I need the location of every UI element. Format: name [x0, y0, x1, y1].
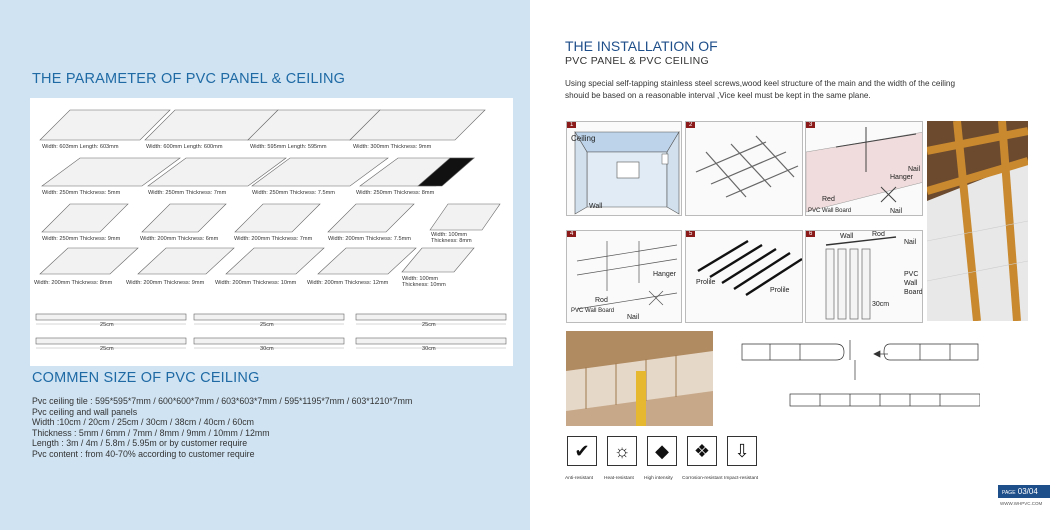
panel-caption: Width: 200mm Thickness: 8mm — [34, 280, 113, 286]
step-label: PVC — [904, 271, 919, 278]
profile-illustration — [697, 239, 802, 297]
step-label: Wall — [840, 233, 854, 240]
size-list: Pvc ceiling tile : 595*595*7mm / 600*600… — [32, 396, 412, 460]
panel-caption: Width: 250mm Thickness: 9mm — [42, 236, 121, 242]
size-line: Width :10cm / 20cm / 25cm / 30cm / 38cm … — [32, 417, 254, 428]
step-5-diagram: 5 Prolile Prolile — [685, 230, 803, 323]
hanger-illustration — [806, 127, 922, 213]
profile-width-label: 25cm — [100, 346, 114, 352]
panel-caption: Width: 250mm Thickness: 5mm — [42, 190, 121, 196]
installation-subtitle: PVC PANEL & PVC CEILING — [565, 55, 710, 67]
panel-caption: Width: 200mm Thickness: 9mm — [126, 280, 205, 286]
panel-caption: Width: 100mm Thickness: 10mm — [402, 276, 446, 289]
feature-label: Impact-resistant — [724, 476, 759, 481]
page-indicator: PAGE 03/04 — [998, 485, 1050, 498]
feature-label: Corrosion-resistant — [682, 476, 723, 481]
panel-caption: Width: 200mm Thickness: 7mm — [234, 236, 313, 242]
profile-width-label: 25cm — [422, 322, 436, 328]
page-label: PAGE — [1002, 490, 1016, 496]
step-label: Prolile — [696, 279, 716, 286]
cross-section-diagram — [741, 340, 980, 407]
installation-title: THE INSTALLATION OF — [565, 38, 718, 54]
grid-keel-illustration — [695, 135, 799, 198]
wall-board-illustration — [825, 236, 897, 320]
step-label: PVC Wall Board — [808, 208, 852, 214]
step-label: Prolile — [770, 287, 790, 294]
common-size-title: COMMEN SIZE OF PVC CEILING — [32, 370, 260, 386]
panel-caption: Width: 200mm Thickness: 6mm — [140, 236, 219, 242]
panel-sample-image — [566, 331, 713, 426]
step-number: 2 — [686, 122, 696, 128]
check-icon: ✔ — [567, 436, 597, 466]
grid-diamond-icon: ❖ — [687, 436, 717, 466]
installation-description: Using special self-tapping stainless ste… — [565, 79, 956, 100]
step-label: Red — [822, 196, 835, 203]
step-label: PVC Wall Board — [571, 308, 615, 314]
step-label: Nail — [908, 166, 921, 173]
step-1-diagram: 1 Ceiling Wall — [566, 121, 682, 216]
sun-icon: ☼ — [607, 436, 637, 466]
website-url: WWW.WHPVC.COM — [1000, 501, 1043, 506]
step-label: Nail — [890, 208, 903, 215]
profile-width-label: 30cm — [422, 346, 436, 352]
panel-sample-photo — [566, 331, 713, 426]
panel-caption: Width: 200mm Thickness: 7.5mm — [328, 236, 411, 242]
panel-caption: Width: 600mm Length: 600mm — [146, 144, 223, 150]
panel-caption: Width: 250mm Thickness: 8mm — [356, 190, 435, 196]
step-label: Nail — [627, 314, 640, 321]
wood-ceiling-image — [927, 121, 1028, 321]
step-label: Rod — [872, 231, 885, 238]
room-illustration — [574, 130, 680, 215]
step-label: Nail — [904, 239, 917, 246]
step-label: Wall — [589, 203, 603, 210]
step-number: 4 — [567, 231, 577, 237]
panel-caption: Width: 250mm Thickness: 7.5mm — [252, 190, 335, 196]
size-line: Pvc content : from 40-70% according to c… — [32, 448, 255, 459]
panel-caption: Width: 300mm Thickness: 9mm — [353, 144, 432, 150]
size-line: Pvc ceiling tile : 595*595*7mm / 600*600… — [32, 396, 413, 406]
step-label: Wall — [904, 280, 918, 287]
step-number: 5 — [686, 231, 696, 237]
step-number: 6 — [806, 231, 816, 237]
parameter-title: THE PARAMETER OF PVC PANEL & CEILING — [32, 71, 346, 87]
step-label: Board — [904, 289, 923, 296]
panel-caption: Width: 200mm Thickness: 10mm — [215, 280, 297, 286]
size-line: Pvc ceiling and wall panels — [32, 406, 138, 417]
step-label: 30cm — [872, 301, 890, 308]
diamond-icon: ◆ — [647, 436, 677, 466]
profile-width-label: 25cm — [100, 322, 114, 328]
step-3-diagram: 3 Nail Hanger Red PVC Wall Board Nail — [805, 121, 923, 216]
panel-diagram-box: Width: 603mm Length: 603mm Width: 600mm … — [30, 98, 513, 366]
size-line: Thickness : 5mm / 6mm / 7mm / 8mm / 9mm … — [32, 427, 270, 438]
size-line: Length : 3m / 4m / 5.8m / 5.95m or by cu… — [32, 438, 248, 449]
step-number: 3 — [806, 122, 816, 128]
step-6-diagram: 6 Wall Rod Nail PVC Wall Board 30cm — [805, 230, 923, 323]
panel-caption: Width: 100mm Thickness: 8mm — [431, 232, 472, 245]
feature-label: Anti-resistant — [565, 476, 593, 481]
panel-caption: Width: 603mm Length: 603mm — [42, 144, 119, 150]
impact-icon: ⇩ — [727, 436, 757, 466]
wood-ceiling-photo — [927, 121, 1028, 321]
step-label: Hanger — [890, 174, 913, 181]
profile-width-label: 25cm — [260, 322, 274, 328]
page-number: 03/04 — [1017, 487, 1038, 496]
step-label: Rod — [595, 297, 608, 304]
step-label: Ceiling — [571, 134, 596, 143]
step-2-diagram: 2 — [685, 121, 803, 216]
step-label: Hanger — [653, 271, 676, 278]
step-4-diagram: 4 Hanger Rod PVC Wall Board Nail — [566, 230, 682, 323]
panel-diagrams — [35, 109, 507, 349]
profile-width-label: 30cm — [260, 346, 274, 352]
panel-caption: Width: 200mm Thickness: 12mm — [307, 280, 389, 286]
step-number: 1 — [567, 122, 577, 128]
feature-label: Heat-resistant — [604, 476, 634, 481]
panel-caption: Width: 250mm Thickness: 7mm — [148, 190, 227, 196]
panel-caption: Width: 595mm Length: 595mm — [250, 144, 327, 150]
rod-illustration — [576, 241, 678, 310]
feature-label: High intensity — [644, 476, 673, 481]
